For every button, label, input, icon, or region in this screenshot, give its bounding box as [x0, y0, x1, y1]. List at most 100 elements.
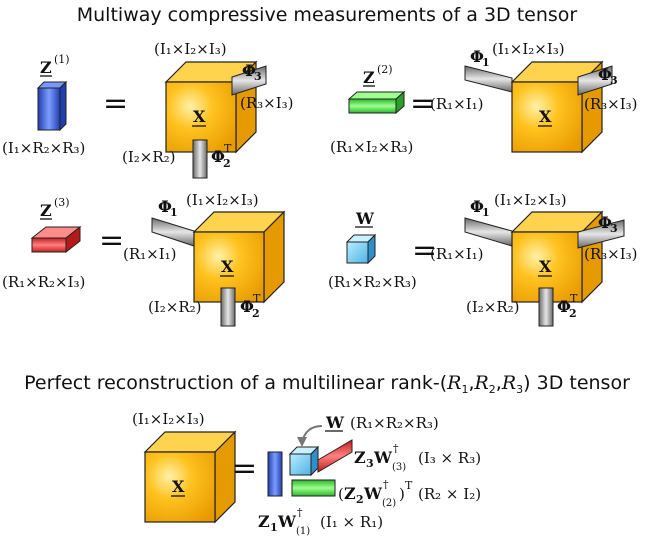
svg-text:(: ( — [338, 485, 344, 503]
svg-text:1: 1 — [482, 206, 490, 219]
svg-text:T: T — [405, 479, 413, 492]
svg-text:(3): (3) — [54, 196, 70, 209]
tensor-x-cube-3 — [193, 211, 285, 303]
svg-text:Z: Z — [258, 512, 270, 531]
svg-text:(1): (1) — [296, 526, 310, 536]
x-dim-2: (I₁×I₂×I₃) — [492, 40, 565, 58]
z3w3-red-slab — [317, 439, 353, 473]
svg-text:Z: Z — [354, 448, 366, 467]
svg-text:2: 2 — [252, 307, 260, 320]
phi3-dim-4: (R₃×I₃) — [584, 245, 638, 263]
svg-text:3: 3 — [610, 74, 618, 87]
tensor-x-cube-5 — [144, 431, 236, 523]
svg-text:Φ: Φ — [598, 65, 612, 84]
svg-text:(I₃ × R₃): (I₃ × R₃) — [418, 449, 481, 467]
z3w3-label: Z 3 W † (3) (I₃ × R₃) — [354, 442, 481, 473]
equals-1: = — [103, 86, 128, 121]
phi3-slab-2 — [577, 65, 613, 96]
z1w1-label: Z 1 W † (1) (I₁ × R₁) — [258, 506, 383, 536]
phi3-slab-4 — [577, 219, 625, 249]
z2w2-label: ( Z 2 W † (2) ) T (R₂ × I₂) — [338, 478, 481, 509]
svg-text:Φ: Φ — [557, 297, 571, 316]
z2w2-green-slab — [291, 479, 336, 497]
phi3-label-1: Φ 3 — [242, 61, 262, 83]
svg-text:Φ: Φ — [470, 47, 484, 66]
z1-blue-bar — [36, 80, 68, 132]
phi2t-bar-3 — [220, 287, 236, 327]
z3-label: Z (3) — [40, 196, 70, 220]
phi2t-label-1: Φ 2 T — [211, 142, 232, 170]
z1-dim: (I₁×R₂×R₃) — [2, 139, 85, 157]
x-dim-4: (I₁×I₂×I₃) — [494, 191, 567, 209]
phi3-label-4: Φ 3 — [598, 213, 618, 235]
equals-5: = — [232, 451, 257, 486]
phi2t-label-3: Φ 2 T — [240, 292, 261, 320]
equals-3: = — [99, 223, 124, 258]
x-dim-1: (I₁×I₂×I₃) — [154, 40, 227, 58]
z1w1-blue-bar — [267, 451, 283, 497]
svg-text:Φ: Φ — [470, 197, 484, 216]
svg-text:Φ: Φ — [211, 147, 225, 166]
phi3-label-2: Φ 3 — [598, 65, 618, 87]
phi2t-bar-4 — [538, 287, 554, 327]
phi1-dim-4: (R₁×I₁) — [430, 245, 484, 263]
svg-text:Φ: Φ — [158, 197, 172, 216]
svg-text:(2): (2) — [377, 63, 393, 76]
z3-red-bar — [30, 225, 82, 254]
phi3-dim-2: (R₃×I₃) — [584, 95, 638, 113]
w-lightblue-cube — [345, 233, 377, 265]
phi3-slab-1 — [231, 65, 267, 96]
x-label-3: X — [220, 257, 234, 277]
w-dim: (R₁×R₂×R₃) — [328, 273, 417, 291]
z1-label: Z (1) — [40, 53, 70, 77]
phi1-dim-3: (R₁×I₁) — [123, 245, 177, 263]
phi1-slab-4 — [464, 217, 513, 247]
panel-reconstruction: (I₁×I₂×I₃) X = W (R₁×R₂×R₃) Z — [132, 410, 481, 536]
phi1-label-4: Φ 1 — [470, 197, 490, 219]
svg-text:W: W — [355, 209, 375, 228]
phi2t-dim-1: (I₂×R₂) — [122, 148, 176, 166]
svg-text:(1): (1) — [54, 53, 70, 66]
panel-w: W (R₁×R₂×R₃) = Φ 1 (I₁×I₂×I₃) (R₁×I₁) X … — [328, 191, 638, 327]
phi1-label-3: Φ 1 — [158, 197, 178, 219]
phi1-label-2: Φ 1 — [470, 47, 490, 69]
top-title: Multiway compressive measurements of a 3… — [77, 4, 578, 26]
phi1-slab-2 — [464, 65, 513, 93]
svg-text:1: 1 — [170, 206, 178, 219]
svg-text:Z: Z — [363, 68, 375, 87]
svg-text:W: W — [363, 484, 383, 503]
svg-text:(3): (3) — [392, 462, 406, 473]
svg-text:Φ: Φ — [598, 213, 612, 232]
svg-text:2: 2 — [223, 157, 231, 170]
svg-text:2: 2 — [569, 307, 577, 320]
svg-text:Z: Z — [40, 201, 52, 220]
svg-text:Z: Z — [344, 484, 356, 503]
phi2t-dim-4: (I₂×R₂) — [466, 298, 520, 316]
svg-text:†: † — [393, 442, 399, 455]
svg-text:†: † — [297, 506, 303, 519]
svg-text:Z: Z — [40, 58, 52, 77]
z2-label: Z (2) — [363, 63, 393, 87]
svg-text:X: X — [193, 107, 206, 126]
z2-green-bar — [347, 90, 406, 115]
panel-z3: Z (3) (R₁×R₂×I₃) = Φ 1 (I₁×I₂×I₃) (R₁×I₁… — [2, 191, 285, 327]
svg-text:W: W — [373, 448, 393, 467]
svg-text:1: 1 — [270, 521, 278, 534]
svg-text:X: X — [221, 257, 234, 276]
x-label-5: X — [171, 477, 185, 497]
phi2t-dim-3: (I₂×R₂) — [148, 298, 202, 316]
arrowhead — [297, 437, 307, 447]
svg-text:2: 2 — [356, 493, 364, 506]
x-label-4: X — [538, 257, 552, 277]
z2-dim: (R₁×I₂×R₃) — [330, 138, 413, 156]
phi1-slab-3 — [151, 217, 195, 247]
svg-text:3: 3 — [254, 70, 262, 83]
equals-4: = — [412, 233, 437, 268]
svg-text:Φ: Φ — [242, 61, 256, 80]
svg-text:T: T — [224, 142, 232, 155]
svg-text:X: X — [539, 107, 552, 126]
z3-dim: (R₁×R₂×I₃) — [2, 273, 85, 291]
core-w-dim: (R₁×R₂×R₃) — [350, 414, 439, 432]
x-label-2: X — [538, 107, 552, 127]
phi2t-bar-1 — [192, 139, 208, 179]
